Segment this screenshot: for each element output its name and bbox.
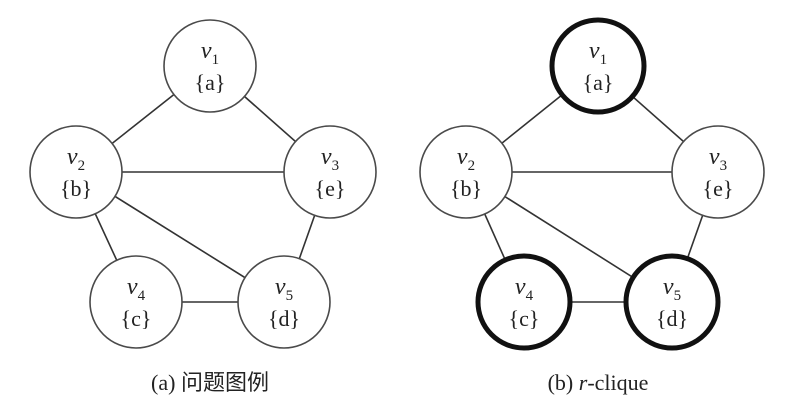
node-symbol: v [709,144,720,170]
node-v4: v4{c} [89,255,183,349]
node-label: v1 [201,38,219,68]
node-v1: v1{a} [163,19,257,113]
panel-a: v1{a}v2{b}v3{e}v4{c}v5{d}(a) 问题图例 [29,19,377,395]
panel-b: v1{a}v2{b}v3{e}v4{c}v5{d}(b) r-clique [419,17,765,395]
node-label: v5 [663,274,681,304]
node-circle [29,125,123,219]
caption-italic: r [579,370,588,395]
node-symbol: v [589,38,600,64]
node-label: v2 [67,144,85,174]
node-circle [671,125,765,219]
node-circle [419,125,513,219]
node-symbol: v [201,38,212,64]
node-subscript: 4 [138,288,146,304]
node-attribute-set: {c} [121,306,152,331]
node-circle [549,17,647,115]
node-attribute-set: {d} [268,306,300,331]
node-symbol: v [321,144,332,170]
node-attribute-set: {e} [315,176,346,201]
node-subscript: 5 [674,288,682,304]
node-circle [163,19,257,113]
node-subscript: 3 [720,158,728,174]
node-circle [237,255,331,349]
node-circle [283,125,377,219]
node-label: v4 [515,274,534,304]
node-symbol: v [663,274,674,300]
node-subscript: 3 [332,158,340,174]
node-attribute-set: {b} [60,176,92,201]
caption-text: 问题图例 [181,370,269,395]
node-attribute-set: {c} [509,306,540,331]
node-v1: v1{a} [549,17,647,115]
panel-caption: (a) 问题图例 [151,370,269,395]
node-symbol: v [127,274,138,300]
node-symbol: v [515,274,526,300]
node-v3: v3{e} [283,125,377,219]
node-v4: v4{c} [475,253,573,351]
node-attribute-set: {d} [656,306,688,331]
node-attribute-set: {e} [703,176,734,201]
node-label: v3 [321,144,339,174]
node-circle [89,255,183,349]
panel-caption: (b) r-clique [548,370,649,395]
node-label: v1 [589,38,607,68]
node-symbol: v [457,144,468,170]
node-subscript: 1 [600,52,608,68]
node-circle [623,253,721,351]
node-subscript: 2 [468,158,476,174]
node-v5: v5{d} [623,253,721,351]
node-v3: v3{e} [671,125,765,219]
node-subscript: 4 [526,288,534,304]
node-attribute-set: {b} [450,176,482,201]
node-label: v5 [275,274,293,304]
node-v2: v2{b} [29,125,123,219]
node-circle [475,253,573,351]
node-v5: v5{d} [237,255,331,349]
node-attribute-set: {a} [195,70,226,95]
node-subscript: 2 [78,158,86,174]
node-label: v2 [457,144,475,174]
caption-text: -clique [587,370,648,395]
caption-prefix: (a) [151,370,181,395]
node-subscript: 5 [286,288,294,304]
node-label: v4 [127,274,146,304]
node-label: v3 [709,144,727,174]
caption-prefix: (b) [548,370,579,395]
node-subscript: 1 [212,52,220,68]
node-attribute-set: {a} [583,70,614,95]
node-v2: v2{b} [419,125,513,219]
node-symbol: v [275,274,286,300]
node-symbol: v [67,144,78,170]
